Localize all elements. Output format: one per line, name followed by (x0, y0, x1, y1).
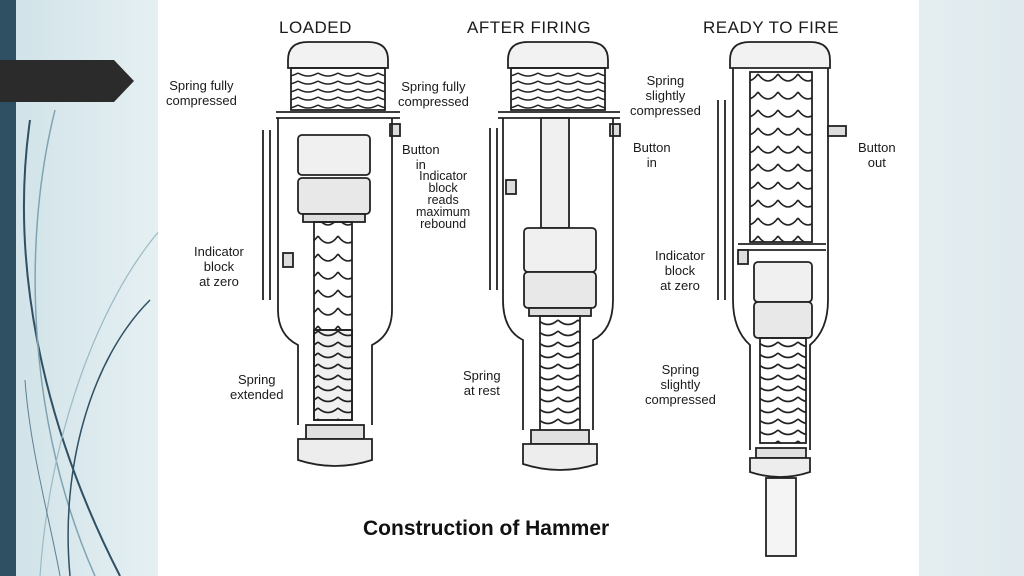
label-ready-spring-top: Spring slightly compressed (630, 73, 701, 118)
label-loaded-spring-top: Spring fully compressed (166, 78, 237, 108)
label-loaded-button: Button in (402, 142, 440, 172)
slide-arrow-tab (0, 60, 134, 102)
label-ready-indicator: Indicator block at zero (655, 248, 705, 293)
label-fired-spring-top: Spring fully compressed (398, 79, 469, 109)
diagram-panel: LOADED AFTER FIRING READY TO FIRE Spring… (158, 0, 919, 576)
hammer-after-firing (489, 41, 621, 471)
left-accent-bar (0, 0, 16, 576)
heading-ready-to-fire: READY TO FIRE (703, 18, 839, 37)
hammer-loaded (262, 41, 401, 467)
label-fired-indicator: Indicator block reads maximum rebound (416, 169, 471, 231)
label-ready-spring-bottom: Spring slightly compressed (645, 362, 716, 407)
hammer-ready-to-fire (717, 41, 847, 557)
label-fired-button: Button in (633, 140, 671, 170)
label-loaded-spring-bottom: Spring extended (230, 372, 284, 402)
label-fired-spring-bottom: Spring at rest (463, 368, 501, 398)
hammer-diagram (262, 41, 847, 557)
label-loaded-indicator: Indicator block at zero (194, 244, 244, 289)
label-ready-button: Button out (858, 140, 896, 170)
slide-caption: Construction of Hammer (363, 517, 610, 540)
heading-loaded: LOADED (279, 18, 352, 37)
heading-after-firing: AFTER FIRING (467, 18, 592, 37)
decorative-swoosh-lines (23, 109, 161, 576)
